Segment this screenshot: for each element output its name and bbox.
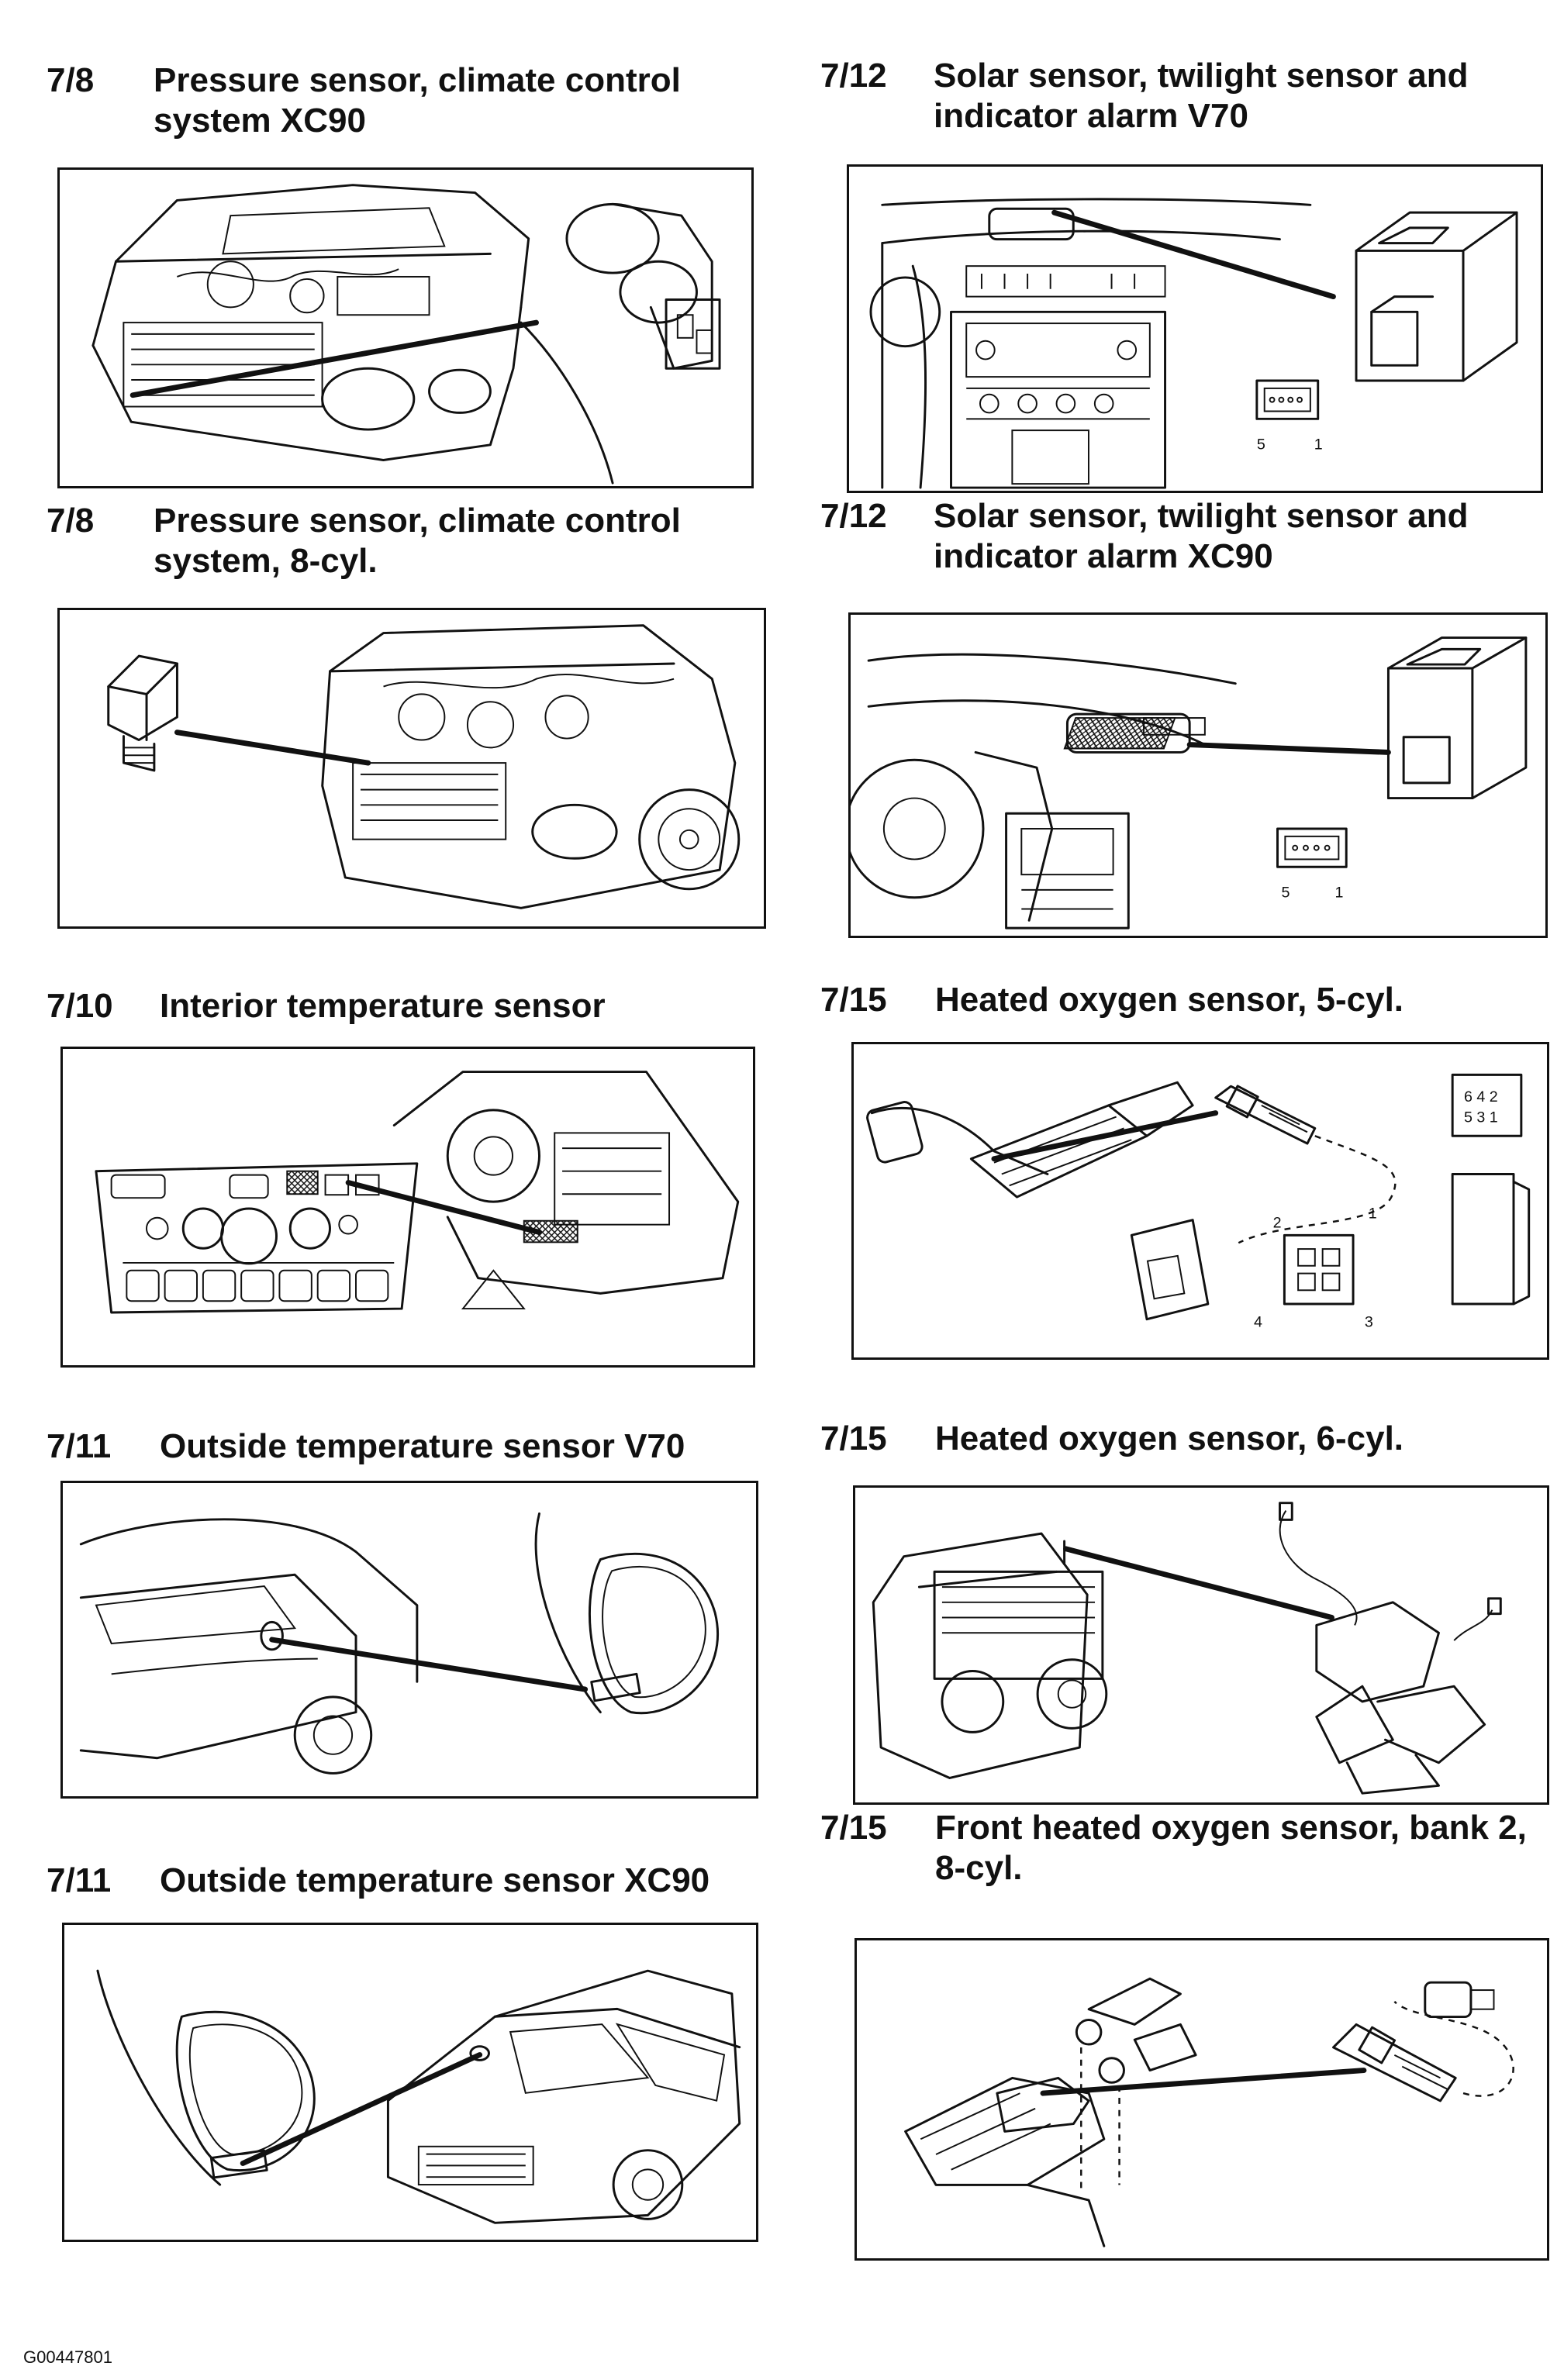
v70-mirror-illustration — [79, 1512, 720, 1775]
figure-interior-temp-sensor — [60, 1047, 755, 1368]
side-mirror-icon — [534, 1512, 720, 1715]
figure-solar-sensor-xc90: 5 1 — [848, 612, 1548, 938]
8cyl-exhaust-illustration — [904, 1977, 1514, 2247]
caption-number: 7/12 — [820, 497, 887, 535]
5cyl-exhaust-illustration: 6 4 2 5 3 1 2 1 4 3 — [866, 1073, 1531, 1331]
climate-panel-illustration — [95, 1071, 740, 1314]
figure-oxygen-sensor-5cyl: 6 4 2 5 3 1 2 1 4 3 — [851, 1042, 1549, 1360]
pin-label: 5 3 1 — [1464, 1109, 1498, 1126]
pin-label: 5 — [1257, 436, 1265, 454]
caption-number: 7/12 — [820, 57, 887, 95]
pressure-sensor-detail-icon — [565, 202, 721, 370]
xc90-mirror-illustration — [96, 1969, 741, 2224]
figure-outside-temp-sensor-xc90 — [62, 1923, 758, 2242]
caption-pressure-sensor-8cyl: 7/8 Pressure sensor, climate control sys… — [47, 501, 744, 586]
exhaust-manifold-icon — [1279, 1502, 1502, 1795]
caption-line-2: system XC90 — [154, 102, 366, 140]
v70-dashboard-illustration: 5 1 — [869, 198, 1518, 489]
caption-front-oxygen-sensor-bank2: 7/15 Front heated oxygen sensor, bank 2,… — [820, 1808, 1527, 1893]
figure-solar-sensor-v70: 5 1 — [847, 164, 1543, 493]
climate-control-panel-icon — [95, 1162, 419, 1314]
figure-pressure-sensor-8cyl — [57, 608, 766, 929]
xc90-dashboard-illustration: 5 1 — [851, 636, 1528, 930]
caption-outside-temp-sensor-v70: 7/11 Outside temperature sensor V70 — [47, 1426, 744, 1473]
caption-line-2: 8-cyl. — [935, 1849, 1023, 1887]
caption-solar-sensor-v70: 7/12 Solar sensor, twilight sensor and i… — [820, 56, 1518, 141]
caption-line-1: Interior temperature sensor — [160, 987, 606, 1025]
caption-number: 7/11 — [47, 1861, 112, 1899]
8cyl-engine-bay-illustration — [107, 624, 741, 909]
caption-line-1: Heated oxygen sensor, 6-cyl. — [935, 1419, 1404, 1457]
caption-oxygen-sensor-5cyl: 7/15 Heated oxygen sensor, 5-cyl. — [820, 980, 1518, 1026]
side-mirror-icon — [96, 1969, 316, 2186]
caption-number: 7/11 — [47, 1427, 112, 1465]
pin-label: 6 4 2 — [1464, 1088, 1498, 1105]
caption-line-1: Outside temperature sensor V70 — [160, 1427, 685, 1465]
caption-solar-sensor-xc90: 7/12 Solar sensor, twilight sensor and i… — [820, 496, 1518, 581]
caption-line-1: Pressure sensor, climate control — [154, 61, 681, 99]
pin-label: 5 — [1281, 885, 1290, 902]
figure-code: G00447801 — [23, 2347, 112, 2367]
caption-number: 7/15 — [820, 1419, 887, 1457]
figure-outside-temp-sensor-v70 — [60, 1481, 758, 1799]
caption-number: 7/15 — [820, 1809, 887, 1847]
solar-sensor-detail-icon — [1386, 636, 1528, 800]
solar-sensor-detail-icon — [1355, 211, 1518, 382]
figure-oxygen-sensor-bank2 — [855, 1938, 1549, 2261]
caption-number: 7/8 — [47, 502, 95, 540]
caption-line-2: indicator alarm V70 — [934, 97, 1248, 135]
caption-line-2: indicator alarm XC90 — [934, 537, 1273, 575]
caption-line-1: Outside temperature sensor XC90 — [160, 1861, 710, 1899]
caption-line-2: system, 8-cyl. — [154, 542, 378, 580]
caption-number: 7/15 — [820, 981, 887, 1019]
caption-pressure-sensor-xc90: 7/8 Pressure sensor, climate control sys… — [47, 60, 744, 146]
caption-line-1: Solar sensor, twilight sensor and — [934, 57, 1469, 95]
pin-label: 1 — [1314, 436, 1323, 454]
solar-connector-icon: 5 1 — [1255, 379, 1323, 454]
pin-label: 1 — [1369, 1206, 1377, 1223]
6cyl-exhaust-illustration — [872, 1502, 1502, 1795]
pin-label: 4 — [1254, 1314, 1262, 1331]
xc90-engine-bay-illustration — [91, 184, 721, 485]
caption-line-1: Solar sensor, twilight sensor and — [934, 497, 1469, 535]
caption-line-1: Pressure sensor, climate control — [154, 502, 681, 540]
oxygen-sensor-detail-icon — [1214, 1085, 1397, 1244]
oxygen-sensor-plug-icon: 6 4 2 5 3 1 — [1451, 1073, 1531, 1306]
caption-number: 7/8 — [47, 61, 95, 99]
pin-label: 3 — [1365, 1314, 1373, 1331]
pin-label: 2 — [1273, 1214, 1282, 1231]
pin-label: 1 — [1334, 885, 1343, 902]
oxygen-sensor-connector-icon: 2 1 4 3 — [1130, 1206, 1377, 1331]
solar-connector-icon: 5 1 — [1276, 827, 1348, 902]
caption-interior-temp-sensor: 7/10 Interior temperature sensor — [47, 986, 744, 1033]
caption-oxygen-sensor-6cyl: 7/15 Heated oxygen sensor, 6-cyl. — [820, 1419, 1518, 1465]
caption-line-1: Heated oxygen sensor, 5-cyl. — [935, 981, 1404, 1019]
figure-pressure-sensor-xc90 — [57, 167, 754, 488]
caption-number: 7/10 — [47, 987, 113, 1025]
pressure-sensor-detail-icon — [107, 654, 178, 772]
oxygen-sensor-detail-icon — [1332, 1981, 1514, 2102]
caption-line-1: Front heated oxygen sensor, bank 2, — [935, 1809, 1527, 1847]
figure-oxygen-sensor-6cyl — [853, 1485, 1549, 1805]
caption-outside-temp-sensor-xc90: 7/11 Outside temperature sensor XC90 — [47, 1861, 744, 1907]
